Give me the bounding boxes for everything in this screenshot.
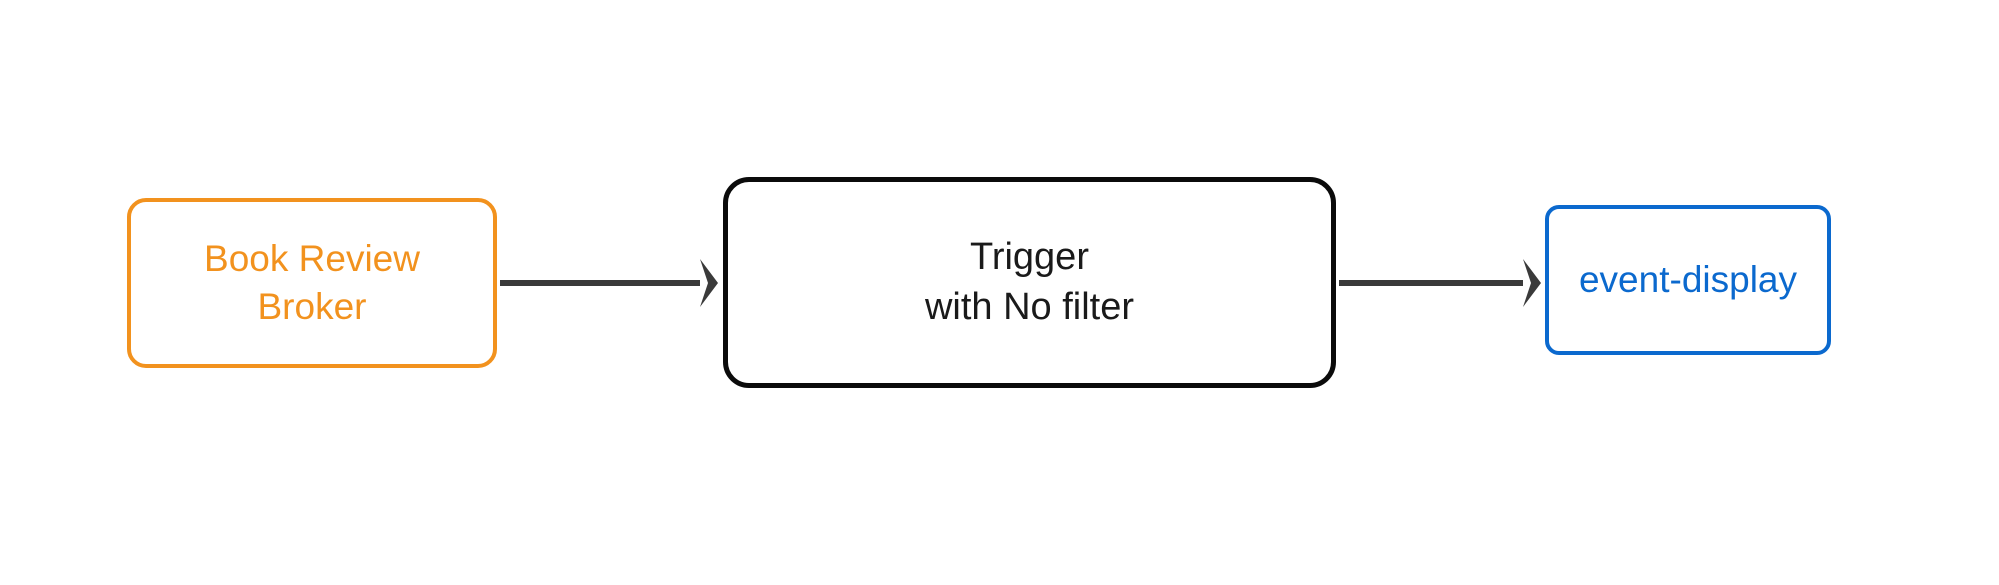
node-book-review-broker[interactable]: Book Review Broker — [127, 198, 497, 368]
node-event-display[interactable]: event-display — [1545, 205, 1831, 355]
edge-broker-to-trigger-arrowhead — [700, 259, 718, 307]
node-trigger-label: Trigger with No filter — [924, 236, 1135, 328]
node-event-display-label: event-display — [1578, 258, 1797, 300]
edge-trigger-to-event-display-arrowhead — [1523, 259, 1541, 307]
node-book-review-broker-label: Book Review Broker — [204, 237, 420, 327]
node-trigger[interactable]: Trigger with No filter — [723, 177, 1336, 388]
